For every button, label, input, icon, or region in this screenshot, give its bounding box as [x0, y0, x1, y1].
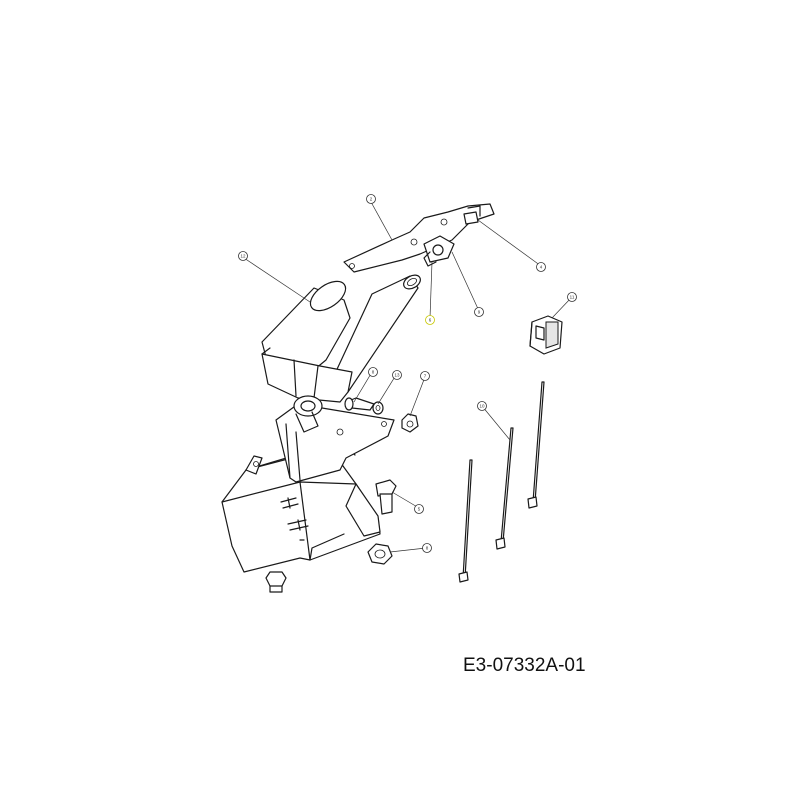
callout-5: 5 [414, 504, 424, 514]
callout-4-label: 4 [540, 265, 543, 270]
callout-11-label: 11 [570, 295, 575, 300]
leader-lines [243, 201, 572, 553]
bolt-washer [344, 397, 384, 415]
lever-arm [343, 203, 495, 273]
callout-9: 9 [474, 307, 484, 317]
callout-7: 7 [420, 371, 430, 381]
nut-7 [401, 413, 419, 433]
callout-4: 4 [536, 262, 546, 272]
callout-6-label: 6 [429, 318, 432, 323]
bolt-5 [375, 479, 397, 515]
callout-13-label: 13 [394, 373, 400, 378]
cable-ties [458, 381, 545, 583]
callout-10-label: 10 [479, 404, 485, 409]
callout-7-label: 7 [424, 374, 427, 379]
callout-9-label: 9 [478, 310, 481, 315]
callout-10: 10 [477, 401, 487, 411]
support-plate [275, 403, 395, 483]
callout-13: 13 [392, 370, 402, 380]
callout-8-upper-label: 8 [372, 370, 375, 375]
foot-nut [265, 571, 287, 593]
callout-6: 6 [425, 315, 435, 325]
callout-2-label: 2 [370, 197, 373, 202]
callout-12: 12 [238, 251, 248, 261]
mounting-bracket [221, 441, 381, 573]
callout-5-label: 5 [418, 507, 421, 512]
callout-2: 2 [366, 194, 376, 204]
callout-8-lower: 8 [422, 543, 432, 553]
nut-8 [367, 543, 393, 565]
linear-actuator [261, 274, 421, 433]
drawing-code: E3-07332A-01 [463, 655, 586, 676]
callout-8-lower-label: 8 [426, 546, 429, 551]
callout-11: 11 [567, 292, 577, 302]
callout-12-label: 12 [240, 254, 246, 259]
switch-part [529, 315, 563, 355]
callout-8-upper: 8 [368, 367, 378, 377]
